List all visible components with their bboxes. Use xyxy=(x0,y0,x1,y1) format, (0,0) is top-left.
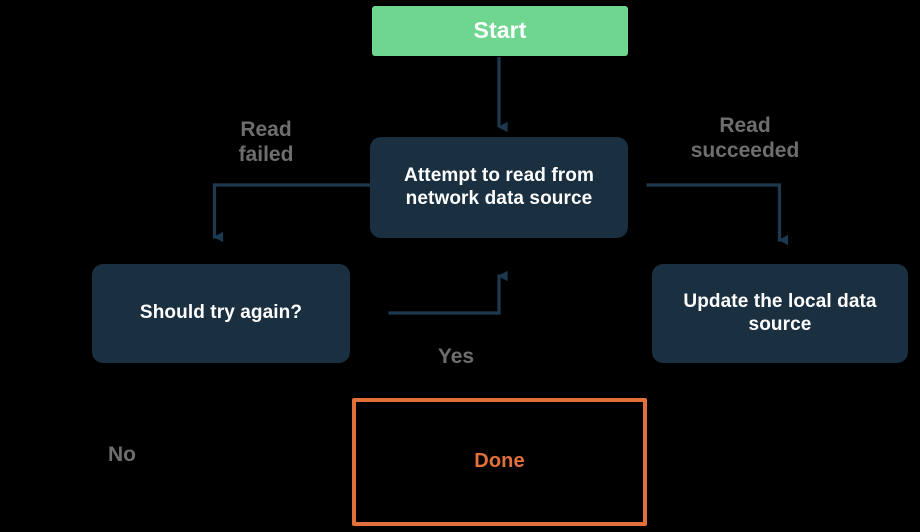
node-attempt-read-label: Attempt to read from network data source xyxy=(404,165,594,209)
node-should-try-again-label: Should try again? xyxy=(139,302,303,324)
edge-label-no: No xyxy=(108,443,136,466)
node-attempt-read[interactable]: Attempt to read from network data source xyxy=(370,137,628,238)
edge-retry-yes-to-attempt xyxy=(388,270,508,315)
edge-label-read-failed: Read failed xyxy=(238,118,294,167)
node-update-local-data-source[interactable]: Update the local data source xyxy=(652,264,908,363)
node-done-label: Done xyxy=(474,450,525,473)
edge-attempt-to-update xyxy=(646,183,789,246)
node-update-local-data-source-label: Update the local data source xyxy=(683,291,877,335)
node-start[interactable]: Start xyxy=(372,6,628,56)
edge-attempt-to-retry xyxy=(212,183,371,243)
node-should-try-again[interactable]: Should try again? xyxy=(92,264,350,363)
edge-label-yes: Yes xyxy=(437,345,475,368)
node-start-label: Start xyxy=(473,17,527,44)
edge-label-read-succeeded: Read succeeded xyxy=(690,114,800,163)
node-done[interactable]: Done xyxy=(352,398,647,526)
